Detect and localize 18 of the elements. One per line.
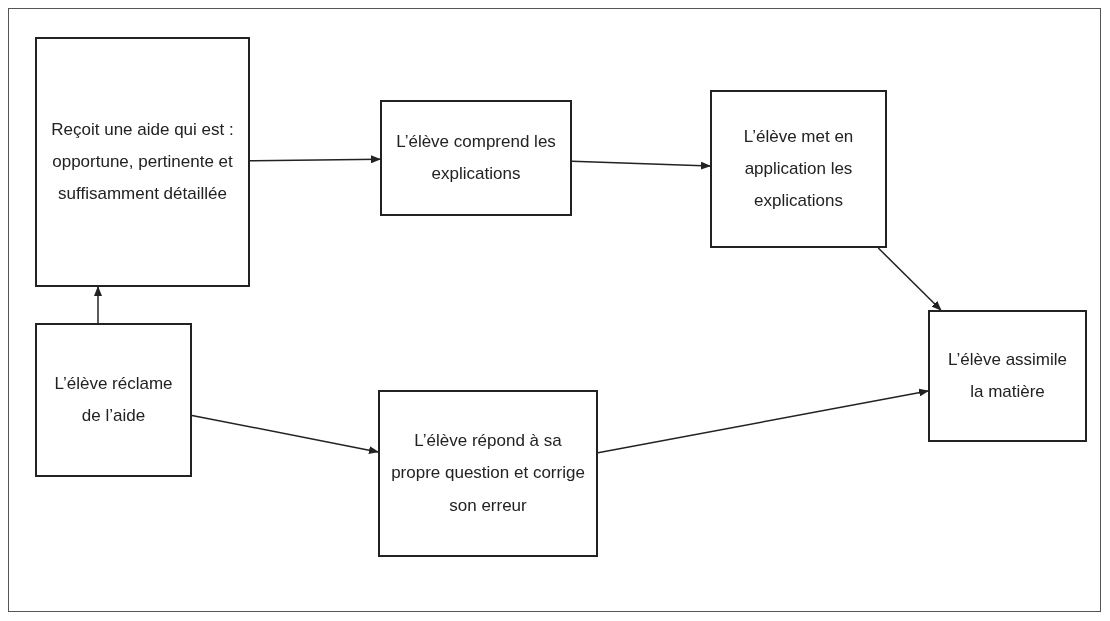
- box-text: L’élève assimile la matière: [946, 348, 1069, 403]
- process-box: [35, 37, 250, 287]
- process-box: [35, 323, 192, 477]
- box-text: L’élève met en application les explications: [742, 125, 855, 213]
- arrow: [94, 286, 102, 324]
- arrow: [597, 388, 929, 454]
- process-box: [928, 310, 1087, 442]
- arrow: [877, 247, 942, 311]
- arrow: [191, 414, 379, 455]
- arrow: [249, 155, 381, 164]
- arrow: [571, 160, 711, 170]
- process-box: [710, 90, 887, 248]
- box-text: L’élève réclame de l’aide: [53, 372, 174, 427]
- box-text: Reçoit une aide qui est : opportune, pertinente et suffisamment détaillée: [50, 118, 235, 206]
- box-text: L’élève comprend les explications: [395, 130, 557, 185]
- process-box: [378, 390, 598, 557]
- box-text: L’élève répond à sa propre question et corrige son erreur: [390, 430, 586, 517]
- process-box: [380, 100, 572, 216]
